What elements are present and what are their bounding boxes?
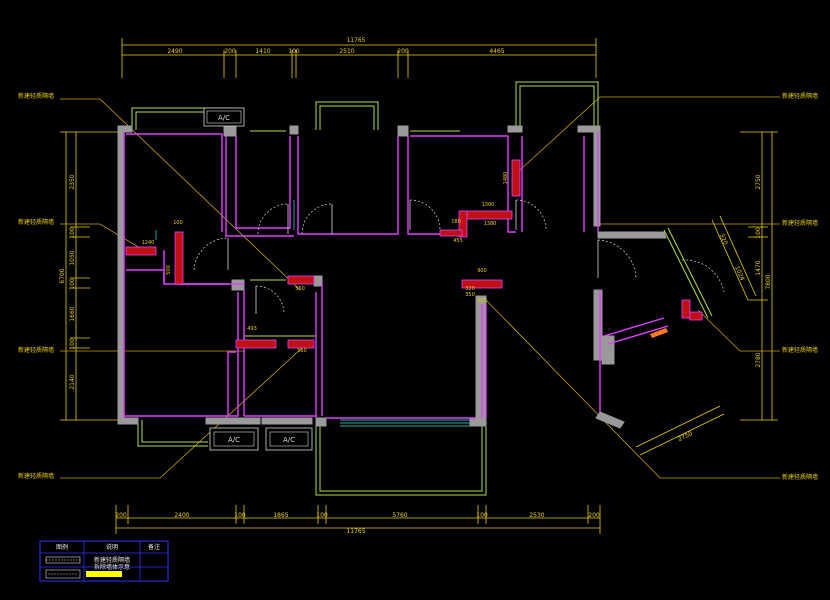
new-partition-segments — [125, 159, 703, 349]
dim-top-seg: 2490 — [167, 48, 182, 55]
legend-swatch-new-wall — [45, 556, 81, 564]
callout-label: 新建轻质隔墙 — [782, 219, 818, 227]
dimension-right — [740, 131, 778, 421]
dim-top-seg: 200 — [224, 48, 236, 55]
ac-unit-bottom-right: A/C — [265, 427, 313, 451]
balcony-outlines — [131, 81, 713, 496]
dim-bottom-seg: 200 — [115, 512, 127, 519]
dim-bottom-total: 11765 — [346, 528, 365, 535]
dim-bottom-seg: 100 — [476, 512, 488, 519]
dim-bottom-seg: 2400 — [174, 512, 189, 519]
dim-top-seg: 200 — [397, 48, 409, 55]
dimension-bottom — [115, 505, 601, 534]
legend-row-desc: 拆除墙体示意 — [94, 563, 130, 571]
legend-table: 图例 说明 备注 新建轻质隔墙 拆除墙体示意 — [39, 540, 169, 582]
dim-left-seg: 1660 — [69, 306, 76, 321]
dim-right-seg: 2780 — [755, 352, 762, 367]
dim-right-seg: 100 — [755, 227, 762, 239]
dim-interior: 180 — [451, 219, 461, 225]
ac-unit-label: A/C — [228, 436, 240, 444]
dim-interior: 1380 — [484, 221, 497, 227]
dim-left-seg: 100 — [69, 278, 76, 290]
dim-left-seg: 100 — [69, 227, 76, 239]
dim-top-total: 11765 — [346, 37, 365, 44]
dim-left-seg: 1050 — [69, 250, 76, 265]
demolish-marker — [650, 328, 668, 338]
ac-unit-bottom-left: A/C — [209, 427, 259, 451]
legend-header: 备注 — [148, 543, 160, 551]
dim-bottom-seg: 200 — [588, 512, 600, 519]
door-leaves — [227, 200, 599, 314]
windows — [155, 200, 470, 427]
dim-interior: 560 — [297, 348, 307, 354]
legend-swatch-outline — [45, 569, 81, 579]
dim-bottom-seg: 1865 — [273, 512, 288, 519]
dim-diagonal-top: 320 — [718, 233, 729, 246]
ac-unit-label: A/C — [283, 436, 295, 444]
dim-left-seg: 2350 — [69, 174, 76, 189]
legend-header: 图例 — [56, 543, 68, 551]
ac-unit-top: A/C — [203, 107, 245, 127]
partition-walls — [123, 132, 669, 419]
callout-leaders — [60, 96, 780, 479]
dim-left-seg: 100 — [69, 338, 76, 350]
legend-swatch-demolish — [86, 571, 122, 577]
callout-label: 新建轻质隔墙 — [18, 346, 54, 354]
dim-interior: 560 — [295, 286, 305, 292]
dim-interior: 1480 — [503, 172, 509, 185]
dim-interior: 1240 — [142, 240, 155, 246]
dim-interior: 320 — [465, 286, 475, 292]
door-swings — [193, 199, 725, 315]
dim-bottom-seg: 100 — [234, 512, 246, 519]
legend-header: 说明 — [106, 543, 118, 551]
callout-label: 新建轻质隔墙 — [782, 473, 818, 481]
dim-bottom-seg: 100 — [316, 512, 328, 519]
dim-interior: 500 — [166, 265, 172, 275]
dim-bottom-seg: 5760 — [392, 512, 407, 519]
legend-row-desc: 新建轻质隔墙 — [94, 556, 130, 564]
dim-bottom-seg: 2530 — [529, 512, 544, 519]
dimension-left — [60, 131, 118, 421]
dim-interior: 100 — [173, 220, 183, 226]
dim-right-total: 7800 — [765, 274, 772, 289]
dim-left-total: 6700 — [59, 268, 66, 283]
dim-interior: 200 — [477, 298, 487, 304]
callout-label: 新建轻质隔墙 — [18, 92, 54, 100]
callout-label: 新建轻质隔墙 — [782, 346, 818, 354]
dim-top-seg: 2510 — [339, 48, 354, 55]
dim-interior: 350 — [465, 292, 475, 298]
dim-right-seg: 1470 — [755, 260, 762, 275]
callout-label: 新建轻质隔墙 — [18, 472, 54, 480]
dim-top-seg: 4465 — [489, 48, 504, 55]
dimension-top — [121, 38, 597, 78]
ac-unit-label: A/C — [218, 114, 230, 122]
dim-top-seg: 100 — [288, 48, 300, 55]
dim-top-seg: 1410 — [255, 48, 270, 55]
dim-interior: 1300 — [482, 202, 495, 208]
structural-walls — [117, 125, 667, 429]
dim-interior: 455 — [453, 238, 463, 244]
dim-right-seg: 2750 — [755, 174, 762, 189]
callout-label: 新建轻质隔墙 — [782, 92, 818, 100]
dim-left-seg: 2140 — [69, 374, 76, 389]
dimension-diagonal — [635, 215, 757, 456]
dim-interior: 493 — [247, 326, 257, 332]
dim-interior: 900 — [477, 268, 487, 274]
callout-label: 新建轻质隔墙 — [18, 218, 54, 226]
